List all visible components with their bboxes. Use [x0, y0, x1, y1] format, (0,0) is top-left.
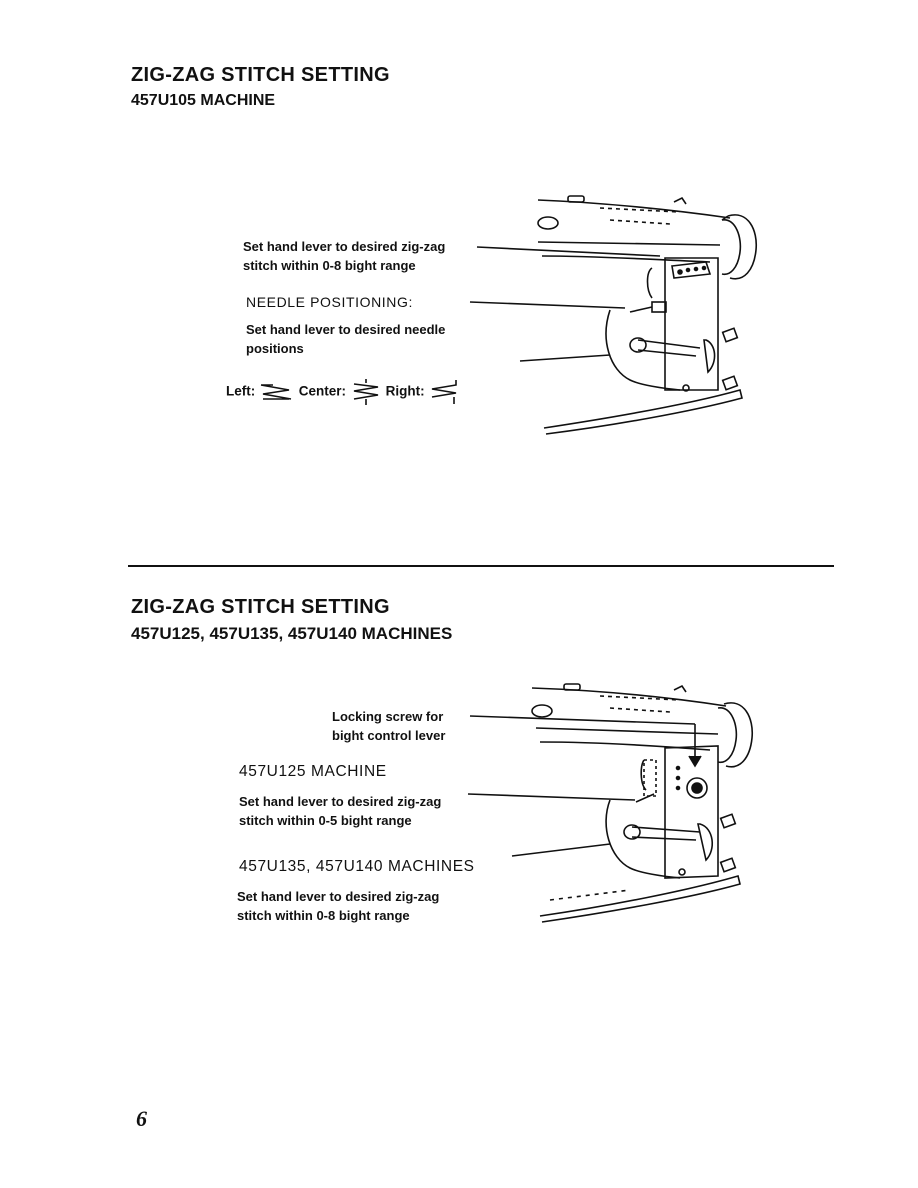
position-right-label: Right: — [385, 383, 425, 399]
needle-callout: Set hand lever to desired needle positio… — [246, 320, 445, 358]
m125-line2: stitch within 0-5 bight range — [239, 813, 412, 828]
bight-callout: Set hand lever to desired zig-zag stitch… — [243, 237, 445, 275]
position-center-label: Center: — [298, 383, 347, 399]
section2-title: ZIG-ZAG STITCH SETTING — [131, 596, 390, 618]
section2-subtitle: 457U125, 457U135, 457U140 MACHINES — [131, 624, 453, 643]
m135-line2: stitch within 0-8 bight range — [237, 908, 410, 923]
m125-heading: 457U125 MACHINE — [239, 763, 387, 780]
needle-callout-line1: Set hand lever to desired needle — [246, 322, 446, 337]
center-stitch-icon — [353, 379, 378, 405]
needle-positioning-heading: NEEDLE POSITIONING: — [246, 294, 413, 310]
section1-subtitle: 457U105 MACHINE — [131, 92, 276, 109]
locking-screw-line1: Locking screw for — [332, 709, 444, 724]
section1-title: ZIG-ZAG STITCH SETTING — [131, 64, 390, 86]
page-number: 6 — [136, 1106, 147, 1131]
m125-line1: Set hand lever to desired zig-zag — [239, 794, 442, 809]
machine-illustration-457U105 — [469, 195, 757, 435]
locking-screw-callout: Locking screw for bight control lever — [332, 707, 445, 745]
machine-illustration-457U125 — [467, 683, 753, 923]
section-divider — [128, 565, 834, 567]
locking-screw-line2: bight control lever — [332, 728, 446, 743]
needle-callout-line2: positions — [246, 341, 304, 356]
needle-positions-row: Left: Center: Right: — [226, 378, 460, 406]
left-stitch-icon — [260, 384, 292, 400]
bight-callout-line2: stitch within 0-8 bight range — [243, 258, 416, 273]
m135-callout: Set hand lever to desired zig-zag stitch… — [237, 887, 439, 925]
position-left-label: Left: — [226, 383, 256, 399]
m125-callout: Set hand lever to desired zig-zag stitch… — [239, 792, 441, 830]
m135-line1: Set hand lever to desired zig-zag — [237, 889, 440, 904]
right-stitch-icon — [432, 380, 458, 404]
bight-callout-line1: Set hand lever to desired zig-zag — [243, 239, 446, 254]
m135-heading: 457U135, 457U140 MACHINES — [239, 858, 475, 875]
